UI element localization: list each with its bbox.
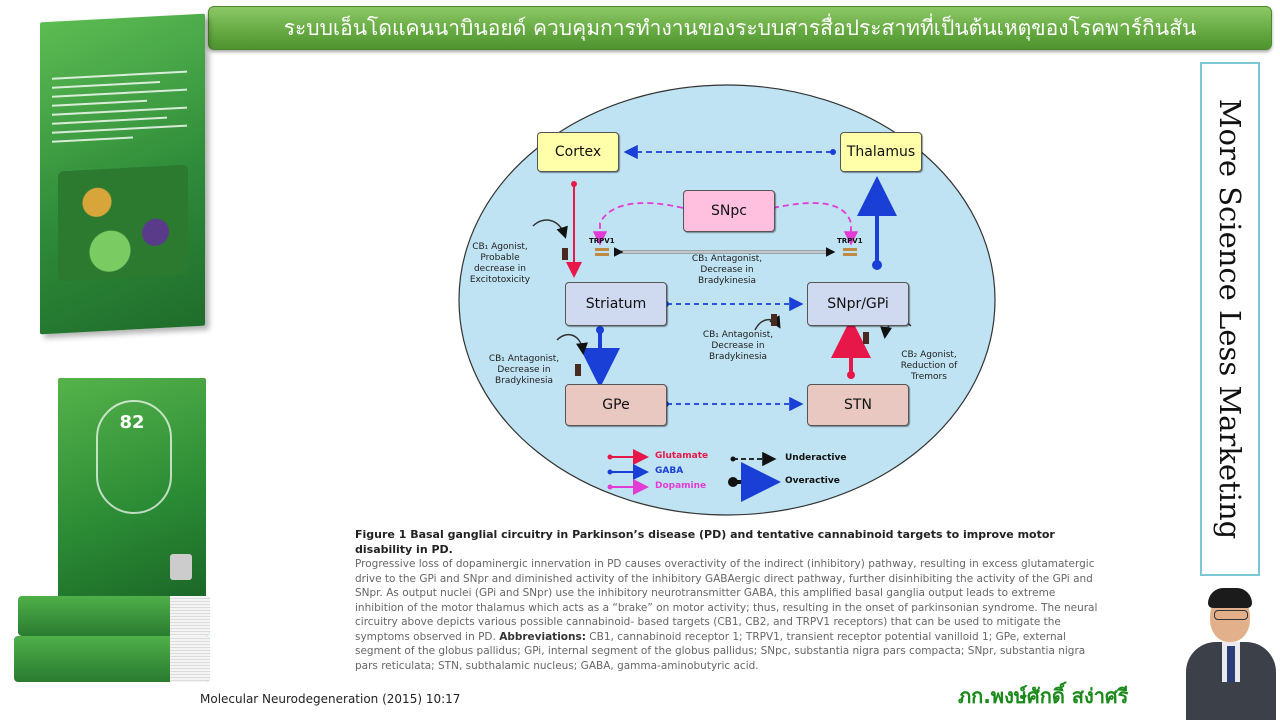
book-text-lines <box>52 70 187 150</box>
book-stack-lower <box>14 636 210 682</box>
figure-caption: Figure 1 Basal ganglial circuitry in Par… <box>355 528 1100 673</box>
label-cb1-antagonist-gpe: CB₁ Antagonist, Decrease in Bradykinesia <box>488 354 560 386</box>
receptor-cb1-striatum <box>562 248 568 260</box>
side-slogan-box: More Science Less Marketing <box>1200 62 1260 576</box>
label-cb2-agonist-stn: CB₂ Agonist, Reduction of Tremors <box>900 350 958 382</box>
legend-dopamine: Dopamine <box>655 481 707 491</box>
book-badge <box>96 400 172 514</box>
book-number: 82 <box>119 412 145 433</box>
book-cover-top <box>40 13 205 335</box>
source-citation: Molecular Neurodegeneration (2015) 10:17 <box>200 692 461 706</box>
curve-arrow-striatum <box>532 219 568 239</box>
node-snpc: SNpc <box>683 190 775 232</box>
legend-gaba: GABA <box>655 466 684 476</box>
figure-title: Figure 1 Basal ganglial circuitry in Par… <box>355 528 1055 556</box>
arrow-snpc-striatum <box>592 202 684 246</box>
receptor-trpv1-right <box>843 248 857 251</box>
slide-title: ระบบเอ็นโดแคนนาบินอยด์ ควบคุมการทำงานของ… <box>208 6 1272 50</box>
book-author-photo <box>170 554 192 580</box>
book-cover-middle: 82 <box>58 378 206 600</box>
node-thalamus: Thalamus <box>840 132 922 172</box>
label-cb1-antagonist-indirect: CB₁ Antagonist, Decrease in Bradykinesia <box>702 330 774 362</box>
arrow-snpc-snpr <box>772 202 859 246</box>
node-striatum: Striatum <box>565 282 667 326</box>
author-name: ภก.พงษ์ศักดิ์ สง่าศรี <box>958 684 1129 708</box>
curve-arrow-indirect <box>754 315 781 331</box>
curve-arrow-gpe <box>556 333 588 355</box>
label-trpv1-right: TRPV1 <box>837 237 863 245</box>
receptor-cb1-indirect <box>771 314 777 326</box>
author-photo <box>1186 584 1276 720</box>
receptor-cb1-stn <box>863 332 869 344</box>
book-photo-collage <box>58 164 188 282</box>
basal-ganglia-diagram: Cortex Thalamus SNpc Striatum SNpr/GPi G… <box>455 78 1000 518</box>
legend-overactive: Overactive <box>785 476 840 486</box>
node-cortex: Cortex <box>537 132 619 172</box>
abbreviations-body: CB1, cannabinoid receptor 1; TRPV1, tran… <box>355 630 1086 672</box>
receptor-trpv1-left <box>595 248 609 251</box>
label-cb1-antagonist-center: CB₁ Antagonist, Decrease in Bradykinesia <box>691 254 763 286</box>
label-cb1-agonist-striatum: CB₁ Agonist, Probable decrease in Excito… <box>469 242 531 285</box>
receptor-cb1-gpe <box>575 364 581 376</box>
book-stack-upper <box>18 596 210 636</box>
legend-glutamate: Glutamate <box>655 451 709 461</box>
legend-underactive: Underactive <box>785 453 847 463</box>
node-gpe: GPe <box>565 384 667 426</box>
figure-body: Progressive loss of dopaminergic innerva… <box>355 558 1098 643</box>
node-stn: STN <box>807 384 909 426</box>
abbreviations-title: Abbreviations: <box>499 630 586 643</box>
label-trpv1-left: TRPV1 <box>589 237 615 245</box>
node-snpr-gpi: SNpr/GPi <box>807 282 909 326</box>
side-slogan: More Science Less Marketing <box>1213 98 1247 540</box>
